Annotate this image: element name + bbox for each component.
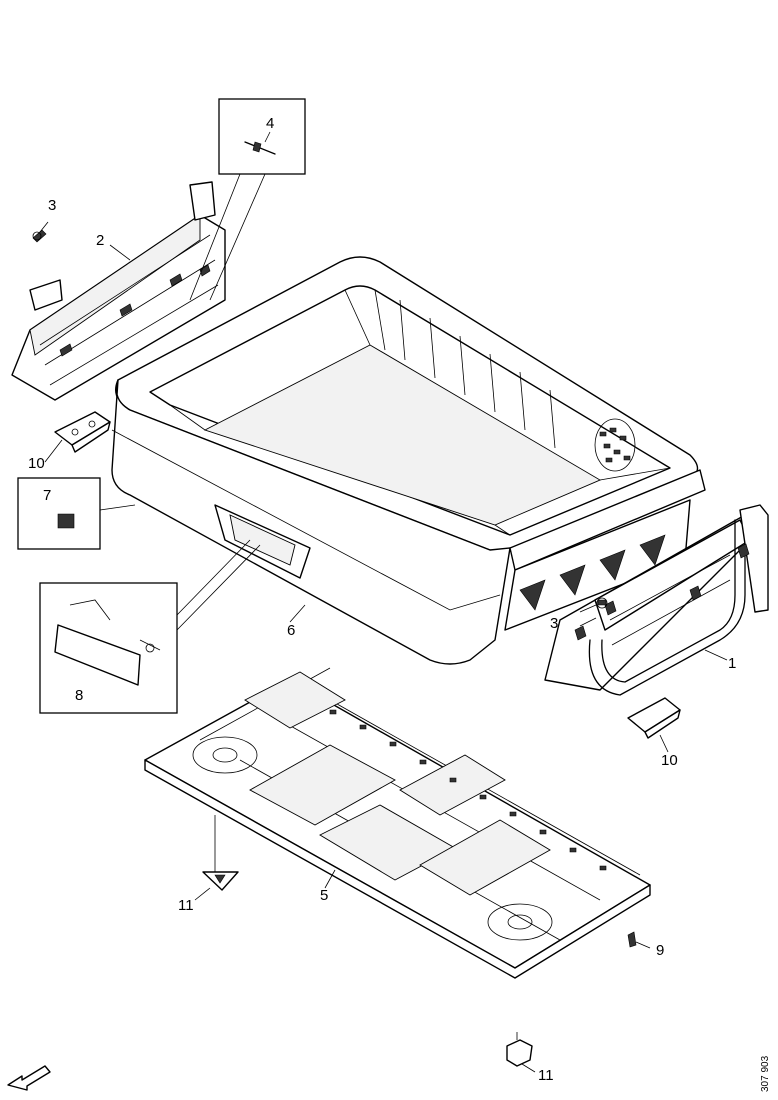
callout-1: 1 xyxy=(728,655,736,672)
callout-8: 8 xyxy=(75,687,83,704)
leader-lines xyxy=(39,131,728,1073)
part-3-screw-right xyxy=(596,597,608,609)
part-3-screw-left xyxy=(32,229,47,243)
part-6-tray xyxy=(111,256,706,665)
callout-3-right: 3 xyxy=(550,615,558,632)
callout-6: 6 xyxy=(287,622,295,639)
callout-9: 9 xyxy=(656,942,664,959)
part-2-slide-rail xyxy=(11,181,226,401)
callout-10-right: 10 xyxy=(661,752,678,769)
callout-4: 4 xyxy=(266,115,274,132)
callout-10-left: 10 xyxy=(28,455,45,472)
detail-box-7 xyxy=(17,477,136,550)
callout-11-lower: 11 xyxy=(538,1067,554,1084)
part-9-screw xyxy=(627,931,637,948)
callout-labels: 1 2 3 3 4 5 6 7 8 9 10 10 11 11 xyxy=(28,115,736,1084)
part-11-clip-lower xyxy=(506,1032,533,1067)
part-5-bottom-panel xyxy=(144,667,651,979)
callout-5: 5 xyxy=(320,887,328,904)
part-11-clip-upper xyxy=(202,871,239,891)
detail-box-4 xyxy=(189,98,306,301)
part-10-bracket-left xyxy=(54,411,111,453)
callout-3-left: 3 xyxy=(48,197,56,214)
reference-code: 307 903 xyxy=(760,1055,771,1092)
callout-7: 7 xyxy=(43,487,51,504)
part-10-bracket-right xyxy=(627,697,681,739)
direction-arrow-icon xyxy=(7,1065,51,1091)
part-1-slide-handle xyxy=(544,504,769,696)
callout-11-upper: 11 xyxy=(178,897,194,914)
callout-2: 2 xyxy=(96,232,104,249)
detail-box-8 xyxy=(39,539,261,714)
